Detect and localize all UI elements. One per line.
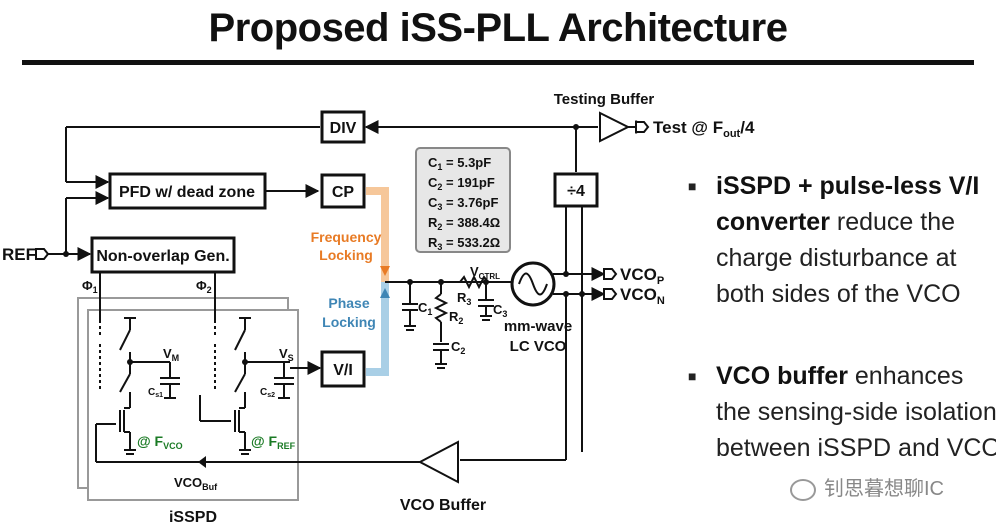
bullet-2-bold: VCO buffer bbox=[716, 362, 848, 390]
testing-buffer-label: Testing Buffer bbox=[554, 91, 655, 108]
bullet-1-bold: iSSPD + pulse-less V/I bbox=[716, 172, 980, 200]
vco-buffer-label: VCO Buffer bbox=[400, 497, 486, 514]
bullet-2-line-2: the sensing-side isolation bbox=[716, 398, 996, 426]
cs2-label: Cs2 bbox=[260, 387, 275, 399]
r3-label: R3 bbox=[457, 290, 471, 307]
title-rule bbox=[22, 60, 974, 65]
bullet-1-bold-2: converter bbox=[716, 208, 830, 236]
values-box bbox=[415, 147, 511, 253]
frequency-locking-label-1: Frequency bbox=[311, 229, 382, 245]
div-block bbox=[320, 110, 366, 144]
phase-arrow bbox=[380, 288, 390, 298]
bullet-2-line-1: enhances bbox=[847, 362, 964, 390]
isspd-frame-front bbox=[87, 309, 299, 501]
c1-label: C1 bbox=[418, 300, 432, 317]
vcon-label: VCON bbox=[620, 285, 665, 307]
watermark-text: 钊思暮想聊IC bbox=[824, 478, 944, 500]
phase-locking-label-2: Locking bbox=[322, 314, 376, 330]
phi2-label: Φ2 bbox=[196, 278, 212, 295]
values-list: C1 = 5.3pF C2 = 191pF C3 = 3.76pF R2 = 3… bbox=[428, 155, 500, 252]
isspd-internals bbox=[99, 317, 294, 455]
test-port bbox=[635, 121, 650, 133]
r2-label: R2 bbox=[449, 309, 463, 326]
cs1-label: Cs1 bbox=[148, 387, 163, 399]
cp-block bbox=[320, 173, 366, 209]
phase-locking-path bbox=[366, 282, 389, 376]
bullet-1-line-4: both sides of the VCO bbox=[716, 280, 961, 308]
pfd-label: PFD w/ dead zone bbox=[119, 184, 255, 201]
vco-label-1: mm-wave bbox=[504, 318, 572, 335]
bullet-1-line-3: charge disturbance at bbox=[716, 244, 957, 272]
frequency-locking-path bbox=[366, 187, 389, 282]
pfd-block bbox=[108, 172, 267, 210]
vcon-port bbox=[603, 288, 618, 300]
bullet-2-line-3: between iSSPD and VCO bbox=[716, 434, 996, 462]
phi1-label: Φ1 bbox=[82, 278, 98, 295]
bullet-1-line-2: reduce the bbox=[829, 208, 956, 236]
frequency-arrow bbox=[380, 266, 390, 276]
value-c1: C1 = 5.3pF bbox=[428, 155, 491, 172]
vi-label: V/I bbox=[333, 362, 353, 379]
div-label: DIV bbox=[330, 120, 357, 137]
frequency-locking-label-2: Locking bbox=[319, 247, 373, 263]
cp-label: CP bbox=[332, 184, 355, 201]
ref-label: REF bbox=[2, 245, 36, 264]
page-title: Proposed iSS-PLL Architecture bbox=[208, 6, 788, 50]
fref-label: @ FREF bbox=[251, 433, 296, 451]
square-bullet-icon: ■ bbox=[688, 178, 697, 194]
div4-label: ÷4 bbox=[567, 183, 585, 200]
isspd-label: iSSPD bbox=[169, 509, 217, 526]
bullet-vco-buffer: ■ VCO buffer enhances the sensing-side i… bbox=[688, 358, 996, 466]
ref-port bbox=[35, 248, 50, 260]
value-c3: C3 = 3.76pF bbox=[428, 195, 498, 212]
vcobuf-arrow bbox=[198, 456, 206, 468]
value-c2: C2 = 191pF bbox=[428, 175, 495, 192]
vco-sine bbox=[518, 272, 548, 296]
vco-label-2: LC VCO bbox=[510, 338, 567, 355]
vcobuf-label: VCOBuf bbox=[174, 475, 218, 492]
div4-block bbox=[553, 172, 599, 208]
fvco-label: @ FVCO bbox=[137, 433, 183, 451]
watermark: 钊思暮想聊IC bbox=[790, 472, 944, 501]
phase-locking-label-1: Phase bbox=[328, 295, 369, 311]
non-overlap-block bbox=[90, 236, 236, 274]
c3-label: C3 bbox=[493, 302, 507, 319]
c2-label: C2 bbox=[451, 339, 465, 356]
vs-label: VS bbox=[279, 346, 294, 363]
vcop-port bbox=[603, 268, 618, 280]
test-output-label: Test @ Fout/4 bbox=[653, 118, 755, 140]
wechat-icon bbox=[790, 478, 816, 501]
value-r2: R2 = 388.4Ω bbox=[428, 215, 500, 232]
square-bullet-icon: ■ bbox=[688, 368, 697, 384]
testing-buffer-symbol bbox=[599, 111, 631, 143]
vctrl-label: VCTRL bbox=[470, 264, 500, 281]
vm-label: VM bbox=[163, 346, 179, 363]
bullet-isspd: ■ iSSPD + pulse-less V/I converter reduc… bbox=[688, 168, 980, 312]
vi-block bbox=[320, 350, 366, 388]
vcop-label: VCOP bbox=[620, 265, 664, 287]
vco-buffer-symbol bbox=[417, 440, 459, 484]
non-overlap-label: Non-overlap Gen. bbox=[96, 248, 229, 265]
value-r3: R3 = 533.2Ω bbox=[428, 235, 500, 252]
